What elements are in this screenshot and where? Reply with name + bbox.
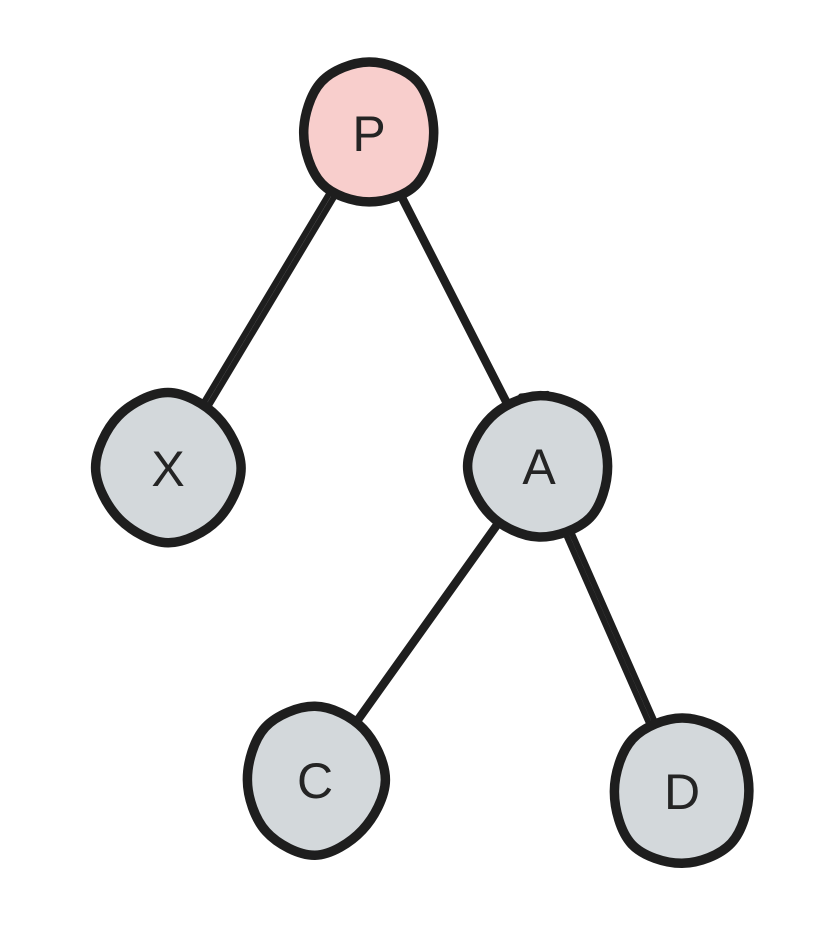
tree-node-circle-P [298,57,439,207]
tree-node-circle-A [462,390,613,542]
tree-node-X: X [90,387,246,548]
pen-overlap-mark [518,390,551,399]
pen-overlap-mark [349,57,380,66]
tree-node-C: C [242,701,391,860]
tree-node-label-A: A [522,439,556,495]
tree-node-circle-X [90,387,246,548]
tree-node-label-X: X [151,441,184,497]
tree-node-P: P [298,57,439,207]
tree-node-label-C: C [297,753,333,809]
pen-overlap-mark [146,389,180,398]
tree-node-A: A [462,390,613,542]
tree-node-D: D [609,713,754,869]
tree-node-circle-C [242,701,391,860]
tree-node-label-D: D [664,764,700,820]
tree-node-circle-D [609,713,754,869]
pen-overlap-mark [294,702,327,711]
tree-node-label-P: P [352,106,385,162]
pen-overlap-mark [661,713,694,722]
